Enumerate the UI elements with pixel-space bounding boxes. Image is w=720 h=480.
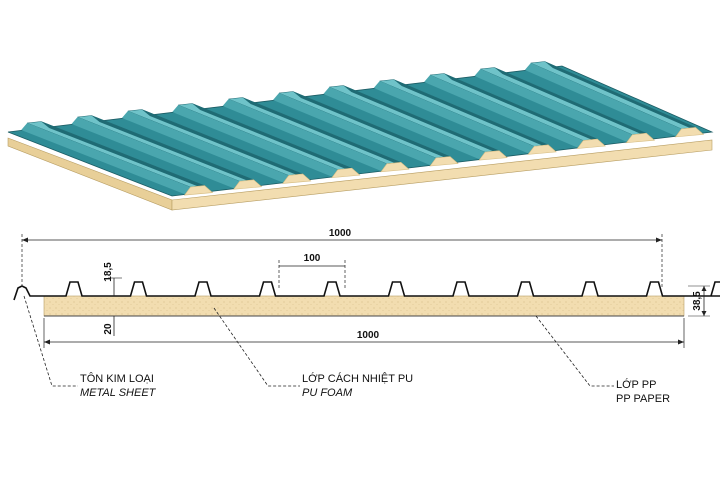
label-metal-sheet: TÔN KIM LOẠI METAL SHEET [80,372,157,399]
panel-foam-front [171,139,713,211]
panel-rib-back [121,111,289,183]
panel-front-tooth [429,156,459,167]
dimension-overall-top: 1000 [21,228,663,288]
dimension-rib-height: 18,5 [103,262,122,296]
panel-rib-side [293,91,458,163]
panel-front-tooth [282,173,312,184]
panel-rib-back [21,123,191,195]
section-metal-profile [13,281,720,301]
panel-rib-back [524,63,682,136]
panel-rib-side [444,73,606,146]
svg-text:METAL SHEET: METAL SHEET [80,387,157,399]
dimension-rib-pitch-label: 100 [304,253,321,264]
panel-rib-side [192,103,360,175]
panel-rib-side [544,61,704,134]
dimension-foam-thickness: 20 [103,316,115,336]
label-pp-paper: LỚP PP PP PAPER [616,378,670,405]
panel-front-tooth [183,185,214,196]
dimension-total-thickness-label: 38,5 [692,291,703,311]
label-pu-foam: LỚP CÁCH NHIỆT PU PU FOAM [302,372,413,399]
panel-front-tooth [576,138,606,149]
panel-rib-side [393,79,557,152]
panel-front-tooth [527,144,557,155]
panel-front-tooth [478,150,508,161]
dimension-foam-thickness-label: 20 [103,323,114,335]
svg-text:LỚP CÁCH NHIỆT PU: LỚP CÁCH NHIỆT PU [302,372,413,385]
leader-pu-foam [213,307,300,387]
svg-text:LỚP PP: LỚP PP [616,378,656,391]
panel-rib-side [141,109,311,181]
panel-rib-back [373,81,535,154]
panel-front-tooth [232,179,263,190]
dimension-rib-pitch: 100 [278,253,346,290]
panel-rib-back [222,99,387,171]
panel-rib-back [273,93,436,165]
panel-rib-back [424,75,584,148]
panel-rib-side [242,97,409,169]
leader-pp-paper [535,315,614,387]
dimension-overall-top-label: 1000 [329,228,352,239]
leader-lines [23,295,614,387]
panel-rib-back [474,69,633,142]
svg-text:PP PAPER: PP PAPER [616,393,670,405]
panel-rib-back [172,105,338,177]
dimension-overall-bottom: 1000 [43,318,685,348]
leader-metal-sheet [23,295,78,387]
panel-front-tooth [674,127,705,138]
panel-rib-back [323,87,486,160]
panel-3d-view [7,61,714,211]
panel-rib-side [41,121,213,193]
panel-rib-back [71,117,240,189]
panel-front-tooth [331,167,361,178]
svg-text:TÔN KIM LOẠI: TÔN KIM LOẠI [80,372,154,385]
section-foam-layer [43,295,685,317]
svg-text:PU FOAM: PU FOAM [302,387,353,399]
dimension-overall-bottom-label: 1000 [357,330,380,341]
cross-section: 1000 100 18,5 20 38,5 [13,228,720,405]
dimension-rib-height-label: 18,5 [103,262,114,282]
panel-rib-side [343,85,508,158]
panel-rib-side [91,115,262,187]
dimension-total-thickness: 38,5 [688,285,710,317]
panel-front-tooth [625,132,656,144]
panel-front-teeth [183,127,705,196]
panel-ribs [21,61,704,195]
panel-rib-side [494,67,655,140]
panel-front-tooth [380,162,410,173]
